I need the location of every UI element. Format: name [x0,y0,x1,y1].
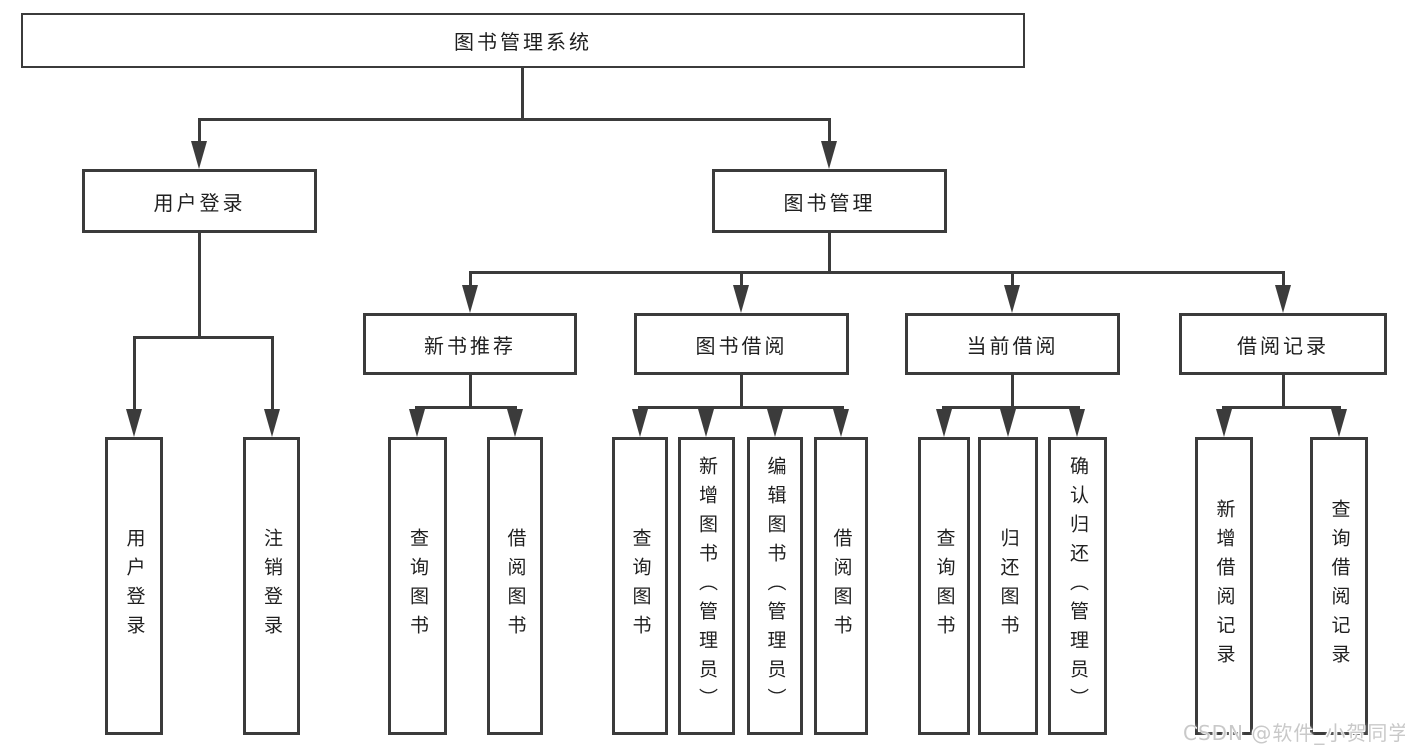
connector-line [1011,375,1014,406]
node-book-borrowing: 图书借阅 [634,313,849,375]
leaf-label: 查询图书 [629,528,652,644]
leaf-return-book: 归还图书 [978,437,1038,735]
arrow-down-icon [767,409,783,437]
arrow-down-icon [821,141,837,169]
leaf-label: 新增借阅记录 [1213,499,1236,673]
arrow-down-icon [632,409,648,437]
arrow-down-icon [698,409,714,437]
leaf-label: 确认归还（管理员） [1067,455,1089,717]
connector-line [469,271,1285,274]
leaf-add-book-admin: 新增图书（管理员） [678,437,735,735]
arrow-down-icon [1000,409,1016,437]
connector-line [469,274,472,287]
leaf-label: 借阅图书 [504,528,527,644]
leaf-user-login: 用户登录 [105,437,163,735]
leaf-label: 编辑图书（管理员） [764,455,787,717]
connector-line [415,406,517,409]
connector-line [638,406,844,409]
leaf-add-borrow-record: 新增借阅记录 [1195,437,1253,735]
arrow-down-icon [507,409,523,437]
node-new-book-recommendation: 新书推荐 [363,313,577,375]
arrow-down-icon [936,409,952,437]
arrow-down-icon [1069,409,1085,437]
connector-line [198,121,201,143]
arrow-down-icon [1275,285,1291,313]
leaf-confirm-return-admin: 确认归还（管理员） [1048,437,1107,735]
connector-line [828,232,831,271]
arrow-down-icon [191,141,207,169]
leaf-label: 注销登录 [261,528,283,644]
arrow-down-icon [462,285,478,313]
arrow-down-icon [833,409,849,437]
leaf-query-books-borrowing: 查询图书 [612,437,668,735]
arrow-down-icon [733,285,749,313]
csdn-watermark: CSDN @软件_小贺同学 [1183,721,1405,745]
leaf-logout: 注销登录 [243,437,300,735]
node-library-management-system: 图书管理系统 [21,13,1025,68]
connector-line [198,118,831,121]
connector-line [740,375,743,406]
leaf-label: 查询图书 [933,528,956,644]
leaf-query-borrow-record: 查询借阅记录 [1310,437,1368,735]
connector-line [133,339,136,410]
connector-line [198,233,201,336]
node-user-login: 用户登录 [82,169,317,233]
leaf-label: 借阅图书 [830,528,853,644]
node-borrowing-records: 借阅记录 [1179,313,1387,375]
leaf-query-books-recommend: 查询图书 [388,437,447,735]
leaf-query-books-current: 查询图书 [918,437,970,735]
connector-line [469,375,472,406]
leaf-label: 查询借阅记录 [1328,499,1351,673]
connector-line [1282,375,1285,406]
leaf-edit-book-admin: 编辑图书（管理员） [747,437,803,735]
leaf-label: 用户登录 [123,528,146,644]
arrow-down-icon [409,409,425,437]
connector-line [1282,274,1285,287]
connector-line [942,406,1080,409]
connector-line [521,68,524,118]
leaf-label: 查询图书 [407,528,429,644]
arrow-down-icon [1331,409,1347,437]
arrow-down-icon [1004,285,1020,313]
leaf-borrow-books-recommend: 借阅图书 [487,437,543,735]
connector-line [828,121,831,143]
node-current-borrowing: 当前借阅 [905,313,1120,375]
leaf-borrow-books: 借阅图书 [814,437,868,735]
connector-line [1222,406,1341,409]
connector-line [133,336,274,339]
arrow-down-icon [264,409,280,437]
connector-line [271,339,274,410]
node-book-management: 图书管理 [712,169,947,233]
leaf-label: 归还图书 [997,528,1020,644]
arrow-down-icon [126,409,142,437]
connector-line [1011,274,1014,287]
leaf-label: 新增图书（管理员） [696,455,718,717]
arrow-down-icon [1216,409,1232,437]
connector-line [740,274,743,287]
